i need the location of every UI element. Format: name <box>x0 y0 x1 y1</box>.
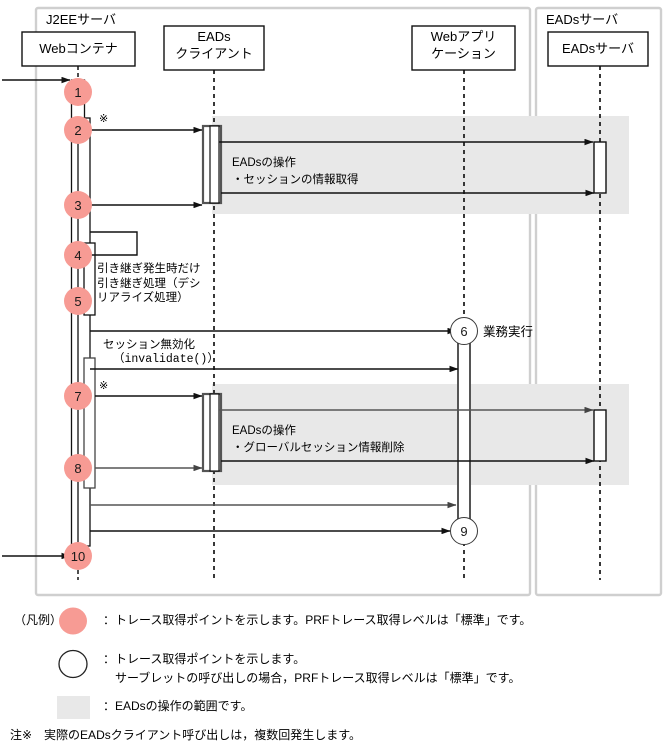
activation-webcontainer-selfcall <box>83 242 96 316</box>
step-marker-9[interactable]: 9 <box>450 517 478 545</box>
step-marker-3[interactable]: 3 <box>64 191 92 219</box>
legend-entry-2-text-line1: ：トレース取得ポイントを示します。 <box>103 652 306 666</box>
legend-marker-pink-circle <box>59 607 87 635</box>
legend-footnote: 注※ 実際のEADsクライアント呼び出しは，複数回発生します。 <box>10 728 362 742</box>
step-marker-10[interactable]: 10 <box>64 542 92 570</box>
step-marker-4[interactable]: 4 <box>64 241 92 269</box>
lifeline-box-eadsclient <box>163 25 265 71</box>
lifeline-label-webapp: Webアプリ ケーション <box>430 29 497 61</box>
group-label-eads: EADsサーバ <box>546 12 619 27</box>
footnote-mark-step7: ※ <box>99 380 109 392</box>
group-frame-j2ee <box>34 6 532 597</box>
activation-eadsserver-1 <box>593 141 607 194</box>
message-label-invalidate-line2: （invalidate()） <box>113 353 219 366</box>
note-handover: 引き継ぎ発生時だけ 引き継ぎ処理（デシ リアライズ処理） <box>97 263 201 305</box>
legend-title: （凡例） <box>14 613 63 627</box>
step-marker-2[interactable]: 2 <box>64 116 92 144</box>
band-1-label-line1: EADsの操作 <box>232 157 296 169</box>
activation-eadsserver-2 <box>593 409 607 462</box>
eads-operation-band-2 <box>212 384 629 485</box>
step-marker-6[interactable]: 6 <box>450 317 478 345</box>
lifeline-label-eadsclient: EADs クライアント <box>175 29 253 61</box>
message-4-selfcall <box>82 231 138 259</box>
lifeline-label-eadsserver: EADsサーバ <box>561 41 635 56</box>
activation-webcontainer-invalidate <box>83 357 96 489</box>
eads-operation-band-1 <box>212 116 629 214</box>
message-label-invalidate-line1: セッション無効化 <box>103 339 195 351</box>
legend-marker-gray-square <box>57 696 90 719</box>
legend-marker-open-circle <box>58 649 88 679</box>
lifeline-label-webcontainer: Webコンテナ <box>39 41 118 56</box>
lifeline-box-webcontainer <box>21 31 136 67</box>
band-1-label-line2: ・セッションの情報取得 <box>232 174 359 186</box>
step-marker-5[interactable]: 5 <box>64 287 92 315</box>
step-marker-7[interactable]: 7 <box>64 382 92 410</box>
group-frame-eads <box>534 6 663 597</box>
lifeline-box-webapp <box>411 25 516 71</box>
lifeline-box-eadsserver <box>547 31 649 67</box>
activation-webapp <box>457 330 471 532</box>
footnote-mark-step2: ※ <box>99 113 109 125</box>
band-2-label-line2: ・グローバルセッション情報削除 <box>232 442 405 454</box>
legend-entry-2-text-line2: サーブレットの呼び出しの場合，PRFトレース取得レベルは「標準」です。 <box>103 671 521 685</box>
activation-eadsclient-2 <box>201 392 223 473</box>
legend-entry-3-text: ：EADsの操作の範囲です。 <box>103 699 253 713</box>
label-business-execution: 業務実行 <box>483 325 534 339</box>
group-label-j2ee: J2EEサーバ <box>46 12 116 27</box>
band-2-label-line1: EADsの操作 <box>232 425 296 437</box>
step-marker-8[interactable]: 8 <box>64 454 92 482</box>
step-marker-1[interactable]: 1 <box>64 78 92 106</box>
legend-entry-1-text: ：トレース取得ポイントを示します。PRFトレース取得レベルは「標準」です。 <box>103 613 532 627</box>
activation-eadsclient-1 <box>201 124 223 205</box>
